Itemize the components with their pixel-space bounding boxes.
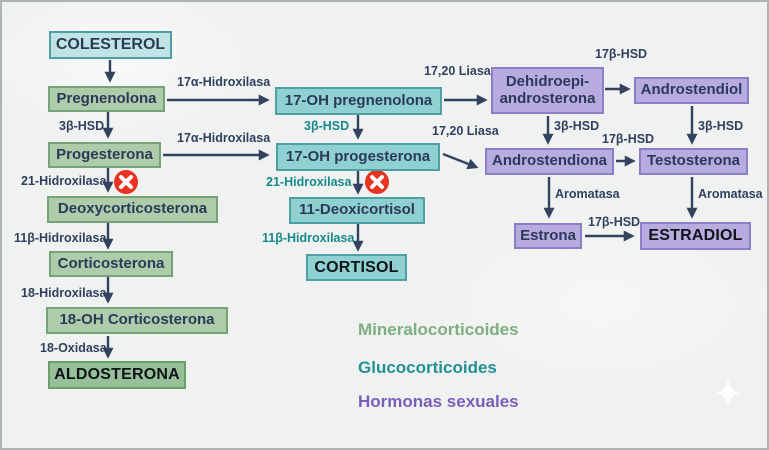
node-colesterol: COLESTEROL xyxy=(49,31,172,59)
node-label: Androstendiona xyxy=(492,152,607,170)
enzyme-17b-hsd: 17β-HSD xyxy=(595,47,648,61)
node-androstendiol: Androstendiol xyxy=(634,77,749,104)
node-label: ALDOSTERONA xyxy=(54,366,180,384)
node-progesterona: Progesterona xyxy=(48,142,161,168)
node-17-oh-pregnenolona: 17-OH pregnenolona xyxy=(275,87,442,115)
node-testosterona: Testosterona xyxy=(639,148,748,175)
node-pregnenolona: Pregnenolona xyxy=(48,86,165,112)
enzyme-18-oxidasa: 18-Oxidasa xyxy=(40,341,107,355)
enzyme-3b-hsd: 3β-HSD xyxy=(304,119,350,133)
node-androstendiona: Androstendiona xyxy=(485,148,614,175)
enzyme-17a-hidroxilasa: 17α-Hidroxilasa xyxy=(177,131,271,145)
node-label: Corticosterona xyxy=(57,254,165,272)
node-corticosterona: Corticosterona xyxy=(49,251,173,277)
enzyme-17-20-liasa: 17,20 Liasa xyxy=(424,64,491,78)
node-label: Pregnenolona xyxy=(56,89,157,107)
node-label: 11-Deoxicortisol xyxy=(299,201,415,219)
enzyme-11b-hidroxilasa: 11β-Hidroxilasa xyxy=(14,231,107,245)
enzyme-3b-hsd: 3β-HSD xyxy=(59,119,105,133)
enzyme-17b-hsd: 17β-HSD xyxy=(602,132,655,146)
enzyme-21-hidroxilasa: 21-Hidroxilasa xyxy=(21,174,107,188)
enzyme-21-hidroxilasa: 21-Hidroxilasa xyxy=(266,175,352,189)
enzyme-11b-hidroxilasa: 11β-Hidroxilasa xyxy=(262,231,355,245)
enzyme-17-20-liasa: 17,20 Liasa xyxy=(432,124,499,138)
sparkle-icon xyxy=(714,379,742,407)
blocked-reaction-icon xyxy=(365,170,389,194)
node-label: 18-OH Corticosterona xyxy=(59,311,215,329)
node-label: ESTRADIOL xyxy=(648,227,743,245)
node-label: COLESTEROL xyxy=(55,36,166,54)
node-label: Estrona xyxy=(520,226,576,244)
node-label: 17-OH progesterona xyxy=(285,147,431,165)
enzyme-3b-hsd: 3β-HSD xyxy=(698,119,744,133)
node-11-deoxicortisol: 11-Deoxicortisol xyxy=(289,197,425,224)
node-deoxycorticosterona: Deoxycorticosterona xyxy=(47,196,218,223)
enzyme-aromatasa: Aromatasa xyxy=(698,187,763,201)
enzyme-3b-hsd: 3β-HSD xyxy=(554,119,600,133)
enzyme-17b-hsd: 17β-HSD xyxy=(588,215,641,229)
node-label: Testosterona xyxy=(646,152,741,170)
enzyme-aromatasa: Aromatasa xyxy=(555,187,620,201)
legend-mineralocorticoides: Mineralocorticoides xyxy=(358,320,519,339)
node-dehidroepiandrosterona: Dehidroepi- androsterona xyxy=(491,67,604,114)
node-18-oh-corticosterona: 18-OH Corticosterona xyxy=(46,307,228,334)
legend-hormonas-sexuales: Hormonas sexuales xyxy=(358,392,519,411)
node-label: Progesterona xyxy=(56,145,153,163)
node-label: Dehidroepi- androsterona xyxy=(499,73,596,107)
legend-glucocorticoides: Glucocorticoides xyxy=(358,358,497,377)
node-17-oh-progesterona: 17-OH progesterona xyxy=(276,143,440,171)
node-estradiol: ESTRADIOL xyxy=(640,222,751,250)
node-label: Androstendiol xyxy=(640,81,743,99)
node-label: 17-OH pregnenolona xyxy=(284,91,433,109)
enzyme-18-hidroxilasa: 18-Hidroxilasa xyxy=(21,286,107,300)
node-label: CORTISOL xyxy=(314,258,399,276)
enzyme-17a-hidroxilasa: 17α-Hidroxilasa xyxy=(177,75,271,89)
node-estrona: Estrona xyxy=(514,223,582,249)
node-cortisol: CORTISOL xyxy=(306,254,407,281)
node-aldosterona: ALDOSTERONA xyxy=(48,361,186,389)
node-label: Deoxycorticosterona xyxy=(57,200,208,218)
blocked-reaction-icon xyxy=(114,170,138,194)
